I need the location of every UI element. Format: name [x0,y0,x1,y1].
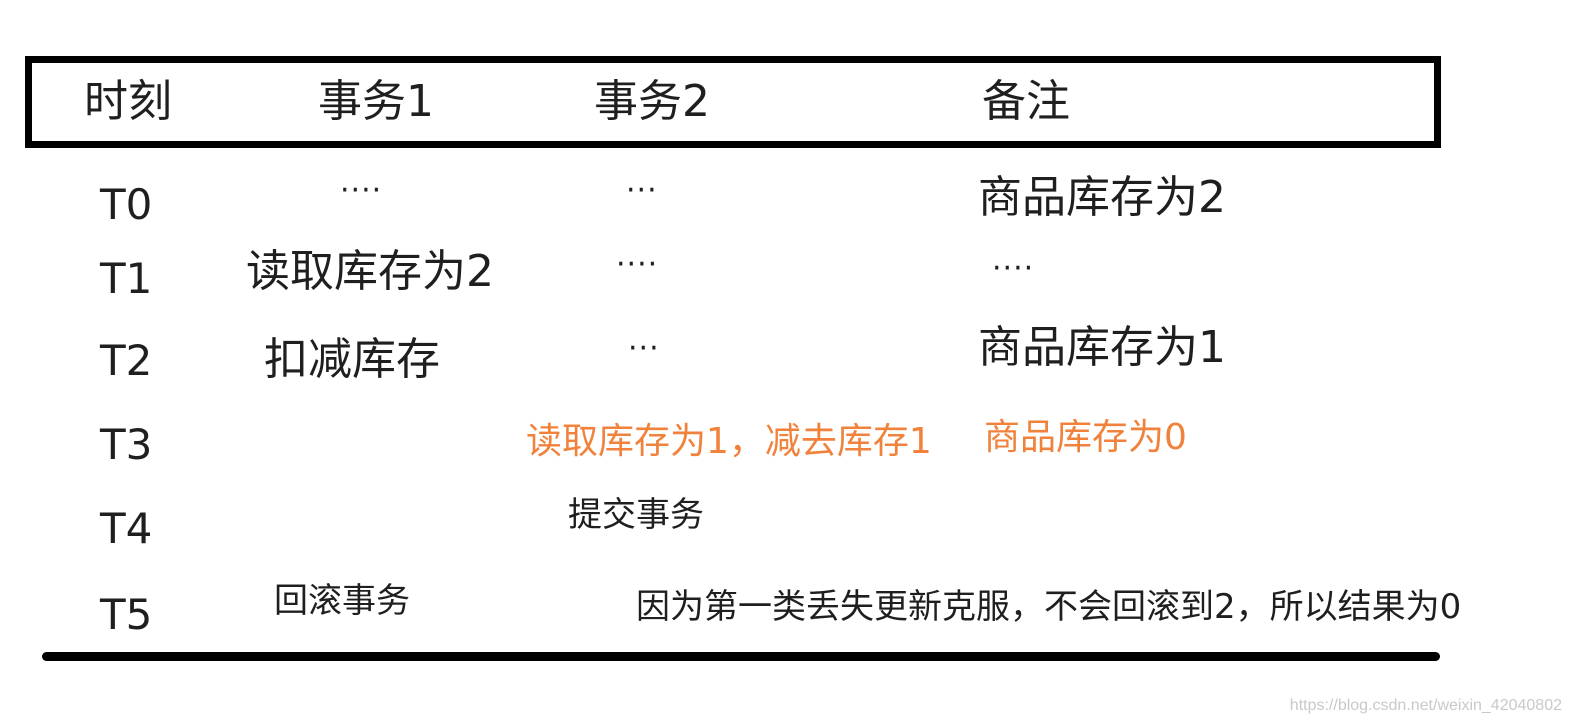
row-t5-note: 因为第一类丢失更新克服，不会回滚到2，所以结果为0 [636,587,1462,627]
row-t0-note: 商品库存为2 [978,172,1226,223]
header-row-border [25,56,1441,148]
row-t2-tx2: ··· [628,331,660,366]
row-t5-tx1: 回滚事务 [274,581,410,621]
bottom-rule [42,652,1440,661]
row-time-t1: T1 [100,254,153,303]
row-t2-note: 商品库存为1 [978,322,1226,373]
row-time-t4: T4 [100,504,153,553]
row-t3-note: 商品库存为0 [984,417,1187,458]
header-transaction-2: 事务2 [594,76,710,127]
row-t1-note: ···· [992,251,1035,286]
header-transaction-1: 事务1 [318,76,434,127]
header-time: 时刻 [84,76,172,127]
row-time-t5: T5 [100,590,153,639]
row-t3-tx2: 读取库存为1，减去库存1 [526,421,932,462]
row-t4-tx2: 提交事务 [568,495,704,535]
row-t0-tx1: ···· [340,173,383,208]
row-time-t3: T3 [100,420,153,469]
row-t2-tx1: 扣减库存 [264,334,440,385]
row-time-t0: T0 [100,180,153,229]
row-t0-tx2: ··· [626,173,658,208]
header-note: 备注 [982,76,1070,127]
row-t1-tx1: 读取库存为2 [246,246,494,297]
row-t1-tx2: ···· [616,247,659,282]
row-time-t2: T2 [100,336,153,385]
watermark: https://blog.csdn.net/weixin_42040802 [1289,697,1562,714]
